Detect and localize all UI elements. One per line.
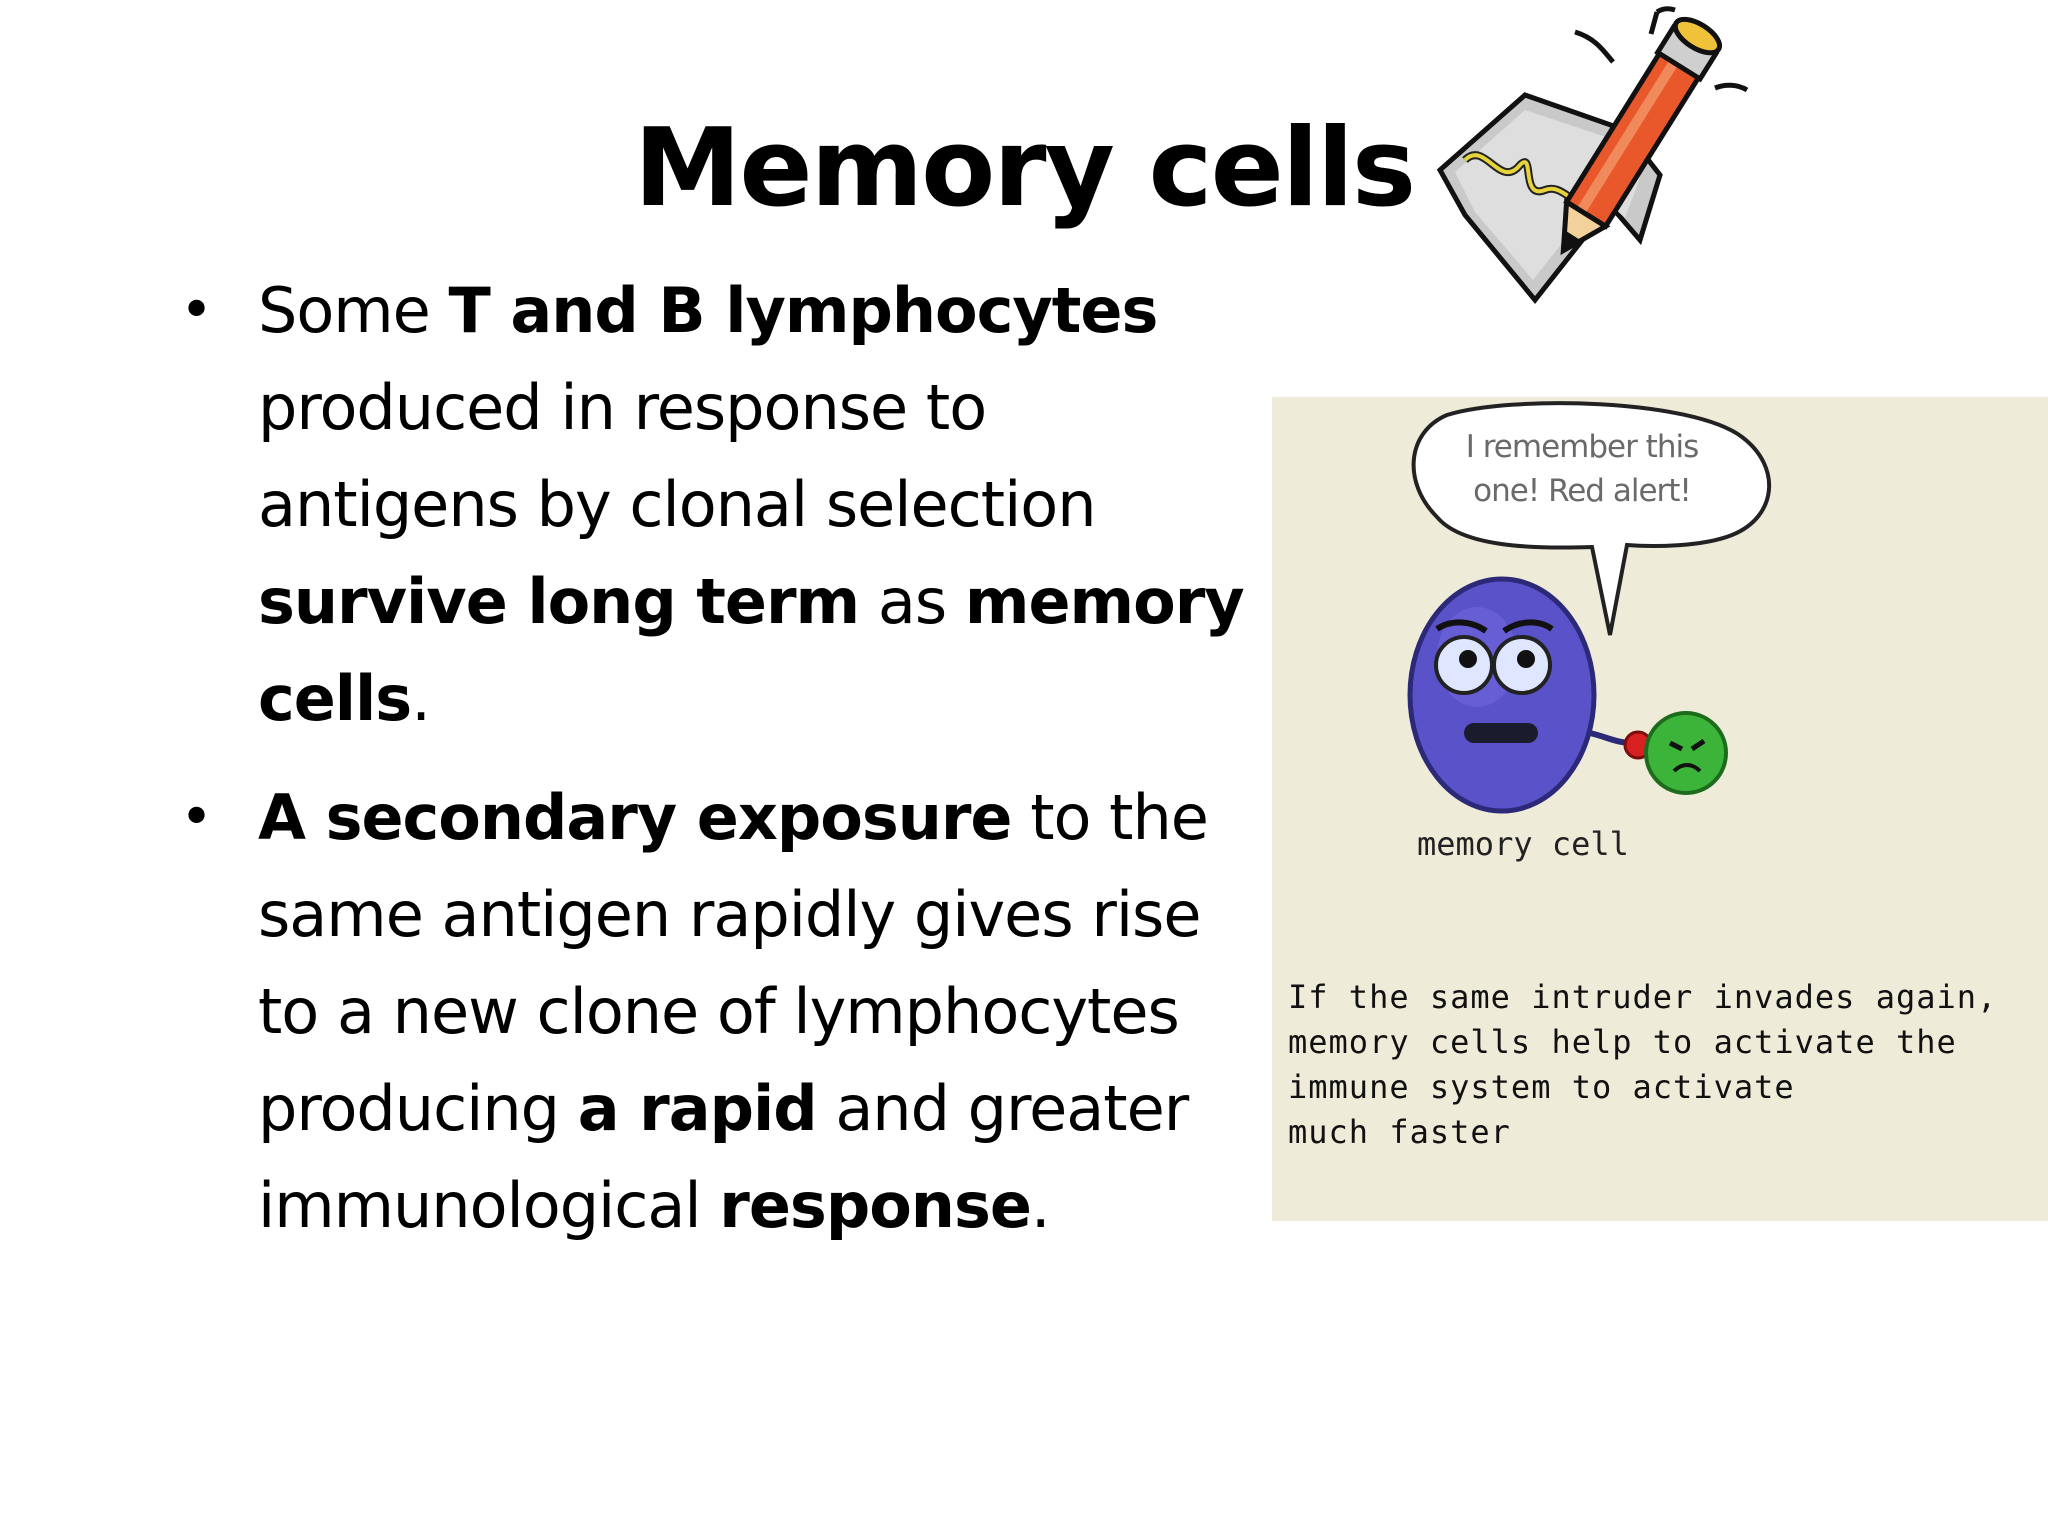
slide-title: Memory cells (633, 106, 1416, 231)
bullet-list: • Some T and B lymphocytes produced in re… (180, 262, 1260, 1276)
pencil-writing-note-icon (1436, 6, 1749, 304)
bullet-item-1: • Some T and B lymphocytes produced in re… (180, 262, 1260, 747)
bullet-dot: • (180, 785, 213, 850)
memory-cell-label: memory cell (1417, 825, 1629, 863)
bullet-dot: • (180, 278, 213, 343)
bullet-text: as (859, 565, 965, 638)
caption-line: much faster (1288, 1113, 1511, 1151)
bullet-text: Some (258, 274, 449, 347)
bullet-text: produced in response to antigens by clon… (258, 371, 1097, 541)
bullet-text-bold: T and B lymphocytes (448, 274, 1159, 347)
bullet-text-bold: A secondary exposure (258, 781, 1012, 854)
bullet-text-bold: a rapid (577, 1072, 818, 1145)
bullet-text: to the same antigen rapidly gives rise t… (258, 781, 1209, 1145)
antigen (1644, 711, 1728, 795)
memory-cell-drawing (1407, 401, 1772, 814)
memory-cell-illustration: I remember this one! Red alert! memory c… (1272, 397, 2048, 1221)
bullet-item-2: • A secondary exposure to the same antige… (180, 769, 1260, 1254)
speech-bubble-text: I remember this one! Red alert! (1465, 429, 1700, 509)
speech-bubble (1411, 401, 1772, 636)
caption-line: memory cells help to activate the (1288, 1023, 1957, 1061)
bullet-text: . (411, 662, 431, 735)
caption-line: immune system to activate (1288, 1068, 1795, 1106)
bullet-text-bold: survive long term (258, 565, 860, 638)
bullet-text-bold: memory cells (258, 565, 1245, 735)
illustration-caption: If the same intruder invades again, memo… (1288, 975, 2048, 1155)
caption-line: If the same intruder invades again, (1288, 978, 1998, 1016)
bullet-text-bold: response (719, 1169, 1032, 1242)
bullet-text: . (1030, 1169, 1051, 1242)
bullet-text: and greater immunological (258, 1072, 1189, 1242)
